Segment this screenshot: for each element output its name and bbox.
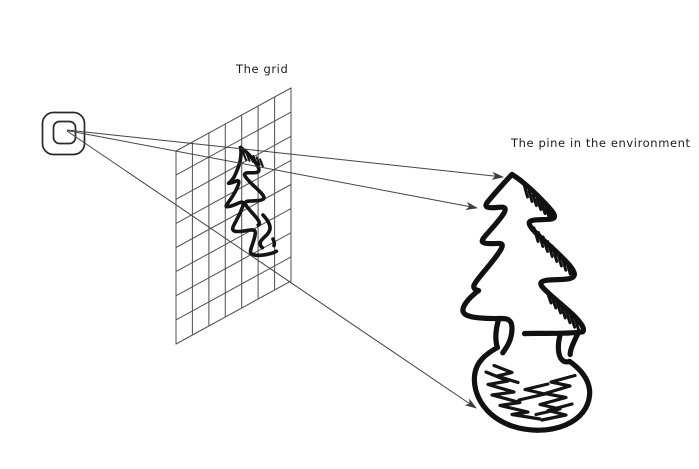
ray-bottom — [66, 130, 477, 409]
pine-hatching — [523, 185, 581, 332]
camera-eye — [41, 111, 86, 156]
grid-label: The grid — [236, 62, 289, 76]
pine-label: The pine in the environment — [511, 136, 691, 150]
ray-middle — [66, 130, 478, 210]
projection-rays — [66, 129, 504, 409]
environment-pine — [460, 171, 593, 433]
ground-scribble — [484, 363, 577, 422]
projection-grid — [175, 87, 292, 345]
ray-top — [66, 129, 504, 180]
projected-pine-on-grid — [224, 145, 279, 258]
